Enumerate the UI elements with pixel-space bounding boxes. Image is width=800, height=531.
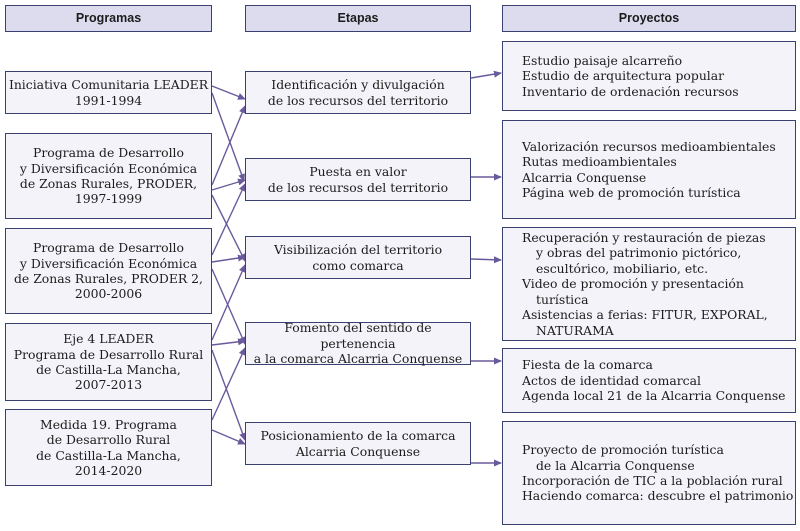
proyecto-box-5: Proyecto de promoción turística de la Al… xyxy=(502,421,796,525)
proyecto-5-item: de la Alcarria Conquense xyxy=(536,457,695,473)
etapa-box-1: Identificación y divulgación de los recu… xyxy=(245,71,471,114)
arrow-p1-e2 xyxy=(211,92,245,182)
etapa-1-line: Identificación y divulgación xyxy=(271,77,445,93)
proyecto-3-item: NATURAMA xyxy=(536,322,614,338)
programa-5-line: 2014-2020 xyxy=(74,462,143,478)
proyecto-3-item: Recuperación y restauración de piezas xyxy=(522,230,766,246)
arrow-p4-e4 xyxy=(211,338,246,346)
arrow-p1-e1 xyxy=(211,85,246,100)
proyecto-2-item: Página web de promoción turística xyxy=(522,184,741,200)
programa-3-line: de Zonas Rurales, PRODER 2, xyxy=(14,271,203,286)
programa-2-line: 1997-1999 xyxy=(74,191,143,207)
programa-3-line: 2000-2006 xyxy=(74,286,143,302)
proyecto-box-1: Estudio paisaje alcarreño Estudio de arq… xyxy=(502,41,796,111)
programa-box-1: Iniciativa Comunitaria LEADER 1991-1994 xyxy=(5,71,212,114)
proyecto-2-item: Alcarria Conquense xyxy=(522,169,647,185)
proyecto-4-item: Actos de identidad comarcal xyxy=(522,372,701,388)
proyecto-box-4: Fiesta de la comarca Actos de identidad … xyxy=(502,348,796,413)
proyecto-3-item: Asistencias a ferias: FITUR, EXPORAL, xyxy=(522,307,768,323)
proyecto-3-item: escultórico, mobiliario, etc. xyxy=(536,260,709,276)
proyecto-3-item: turística xyxy=(536,291,589,307)
header-etapas: Etapas xyxy=(245,5,471,32)
proyecto-1-item: Estudio paisaje alcarreño xyxy=(522,52,683,68)
arrow-p3-e2 xyxy=(211,183,246,256)
proyecto-3-item: y obras del patrimonio pictórico, xyxy=(536,245,742,261)
programa-5-line: de Castilla-La Mancha, xyxy=(36,447,181,463)
proyecto-box-3: Recuperación y restauración de piezas y … xyxy=(502,227,796,341)
arrow-p4-e5 xyxy=(211,349,246,441)
header-programas: Programas xyxy=(5,5,212,32)
arrow-p5-e5 xyxy=(211,429,246,445)
etapa-2-line: Puesta en valor xyxy=(309,164,407,180)
programa-5-line: Medida 19. Programa xyxy=(40,416,177,432)
proyecto-3-item: Video de promoción y presentación xyxy=(522,276,744,292)
programa-box-4: Eje 4 LEADER Programa de Desarrollo Rura… xyxy=(5,323,212,401)
proyecto-1-item: Estudio de arquitectura popular xyxy=(522,68,725,84)
programa-4-line: Programa de Desarrollo Rural xyxy=(13,346,204,362)
programa-4-line: Eje 4 LEADER xyxy=(63,331,154,347)
proyecto-2-item: Rutas medioambientales xyxy=(522,154,677,170)
proyecto-1-item: Inventario de ordenación recursos xyxy=(522,83,739,99)
arrow-p4-e3 xyxy=(211,264,246,341)
etapa-5-line: Posicionamiento de la comarca xyxy=(260,428,456,444)
arrow-e3-r3 xyxy=(470,256,502,264)
programa-4-line: 2007-2013 xyxy=(74,377,143,393)
programa-box-3: Programa de Desarrollo y Diversificación… xyxy=(5,228,212,314)
programa-box-2: Programa de Desarrollo y Diversificación… xyxy=(5,133,212,219)
programa-box-5: Medida 19. Programa de Desarrollo Rural … xyxy=(5,409,212,486)
arrow-p3-e3 xyxy=(211,254,246,263)
proyecto-box-2: Valorización recursos medioambientales R… xyxy=(502,120,796,219)
etapa-box-2: Puesta en valor de los recursos del terr… xyxy=(245,158,471,201)
header-proyectos: Proyectos xyxy=(502,5,796,32)
programa-2-line: y Diversificación Económica xyxy=(19,160,198,176)
proyecto-4-item: Fiesta de la comarca xyxy=(522,357,653,373)
arrow-p5-e4 xyxy=(211,347,246,421)
etapa-box-4: Fomento del sentido de pertenencia a la … xyxy=(245,320,471,367)
etapa-1-line: de los recursos del territorio xyxy=(267,92,449,108)
programa-2-line: de Zonas Rurales, PRODER, xyxy=(19,176,198,191)
etapa-3-line: como comarca xyxy=(312,257,404,273)
programa-5-line: de Desarrollo Rural xyxy=(46,432,171,448)
etapa-box-3: Visibilización del territorio como comar… xyxy=(245,236,471,279)
etapa-5-line: Alcarria Conquense xyxy=(295,443,421,459)
etapa-4-line: Fomento del sentido de pertenencia xyxy=(284,320,432,351)
etapa-box-5: Posicionamiento de la comarca Alcarria C… xyxy=(245,422,471,465)
proyecto-5-item: Incorporación de TIC a la población rura… xyxy=(522,473,783,488)
proyecto-4-item: Agenda local 21 de la Alcarria Conquense xyxy=(522,388,786,404)
programa-4-line: de Castilla-La Mancha, xyxy=(36,362,181,377)
programa-1-line: Iniciativa Comunitaria LEADER xyxy=(8,77,209,93)
proyecto-5-item: Proyecto de promoción turística xyxy=(522,442,724,458)
proyecto-2-item: Valorización recursos medioambientales xyxy=(522,138,776,154)
etapa-2-line: de los recursos del territorio xyxy=(267,179,449,195)
proyecto-5-item: Haciendo comarca: descubre el patrimonio xyxy=(522,488,794,504)
arrow-p2-e2 xyxy=(211,178,246,191)
programa-1-line: 1991-1994 xyxy=(74,92,143,108)
arrow-p2-e3 xyxy=(211,194,246,262)
arrow-p2-e1 xyxy=(211,105,246,186)
programa-3-line: Programa de Desarrollo xyxy=(33,240,184,256)
arrow-e1-r1 xyxy=(470,70,502,79)
arrow-p3-e4 xyxy=(211,268,246,345)
programa-3-line: y Diversificación Económica xyxy=(19,255,198,271)
etapa-3-line: Visibilización del territorio xyxy=(273,242,443,258)
programa-2-line: Programa de Desarrollo xyxy=(33,145,184,161)
etapa-4-line: a la comarca Alcarria Conquense xyxy=(253,351,463,367)
